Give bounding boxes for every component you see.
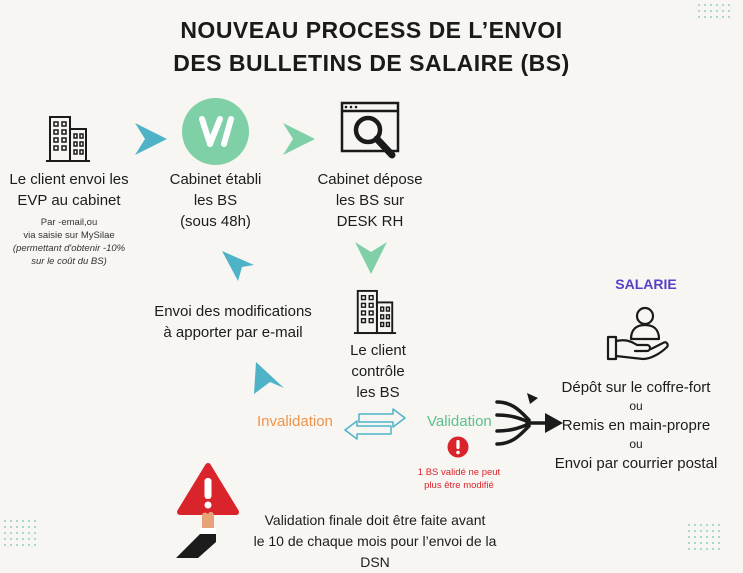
salarie-title: SALARIE [615, 276, 677, 292]
merge-arrows-icon [495, 393, 563, 446]
final-note: Validation finale doit être faite avant … [253, 512, 497, 570]
building-icon-2 [353, 289, 397, 335]
step-client-note: Par -email,ou via saisie sur MySilae (pe… [12, 217, 126, 267]
invalidation-label: Invalidation [257, 413, 333, 430]
step-client-label: Le client envoi les EVP au cabinet [9, 171, 129, 209]
search-window-icon [340, 101, 400, 159]
validation-label: Validation [427, 413, 492, 430]
step-cabinet-label: Cabinet établi les BS (sous 48h) [169, 171, 262, 230]
arrow-right-icon-2 [283, 123, 315, 155]
dots-bottom-left [4, 520, 40, 550]
salarie-options: Dépôt sur le coffre-fort ou Remis en mai… [554, 379, 718, 472]
title-line-2: DES BULLETINS DE SALAIRE (BS) [173, 50, 570, 76]
arrow-right-icon [135, 123, 167, 155]
step-controle-label: Le client contrôle les BS [350, 342, 406, 401]
dots-top-right [698, 4, 734, 22]
hand-person-icon [606, 306, 669, 361]
building-icon [46, 116, 90, 162]
step-depot-label: Cabinet dépose les BS sur DESK RH [317, 171, 423, 230]
cabinet-logo-icon [182, 98, 249, 165]
arrow-up-left-icon [222, 251, 254, 281]
arrow-up-left-icon-2 [254, 362, 284, 394]
title-line-1: NOUVEAU PROCESS DE L’ENVOI [180, 17, 563, 43]
exclamation-icon [447, 436, 469, 458]
warning-note: 1 BS validé ne peut plus être modifié [417, 467, 501, 491]
warning-sign-icon [176, 463, 239, 558]
arrow-down-icon [355, 242, 387, 274]
step-modifs-label: Envoi des modifications à apporter par e… [154, 303, 312, 341]
swap-arrows-icon [344, 408, 406, 440]
dots-bottom-right [688, 524, 724, 554]
